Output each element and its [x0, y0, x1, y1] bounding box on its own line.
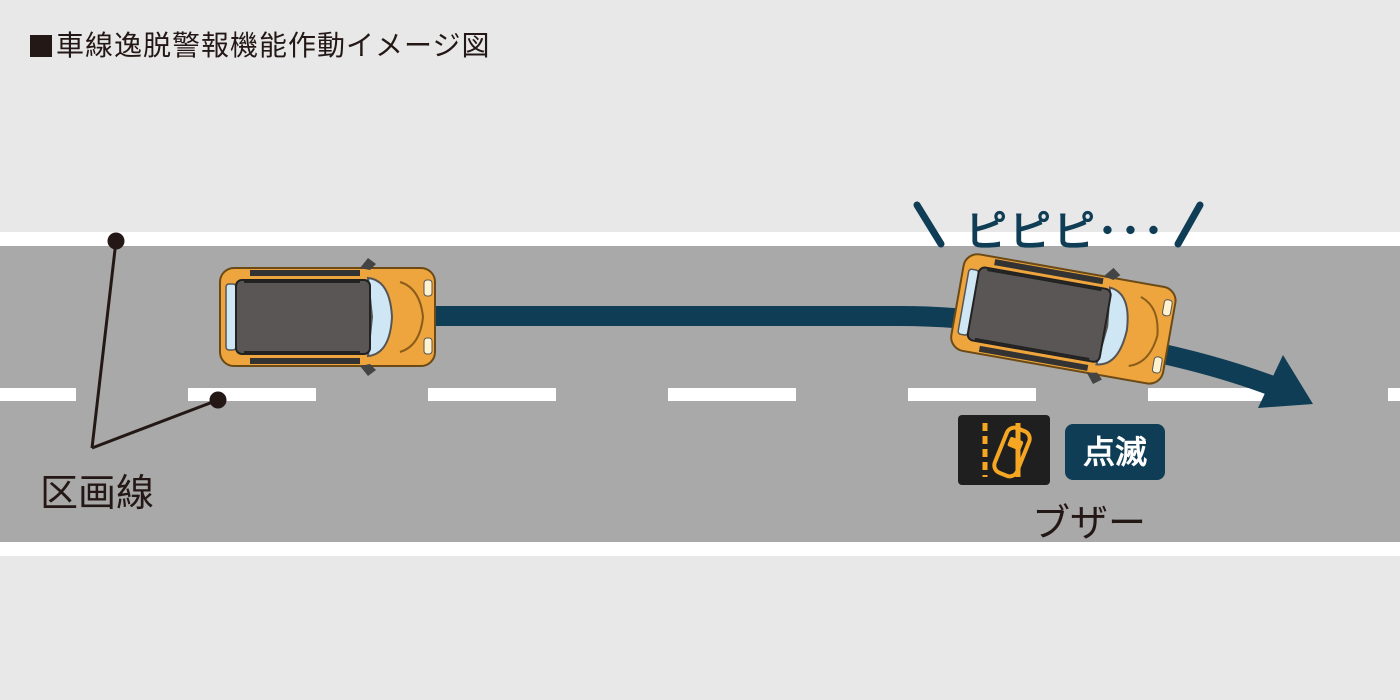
car-before — [219, 257, 436, 377]
dashed-lane-line — [0, 388, 1400, 401]
buzzer-label: ブザー — [1032, 501, 1147, 545]
lane-line-label: 区画線 — [40, 471, 155, 515]
sound-marks — [913, 201, 1204, 248]
buzzer-sound-text: ピピピ･･･ — [965, 207, 1167, 256]
lane-departure-warning-icon — [958, 415, 1050, 485]
title-square-bullet — [30, 35, 52, 57]
diagram-title: 車線逸脱警報機能作動イメージ図 — [30, 24, 490, 64]
lane-line-leader — [90, 232, 227, 450]
road-edge-bottom — [0, 542, 1400, 556]
blink-badge: 点滅 — [1065, 424, 1165, 480]
path-arrowhead — [1258, 355, 1313, 408]
road-edge-top — [0, 232, 1400, 246]
